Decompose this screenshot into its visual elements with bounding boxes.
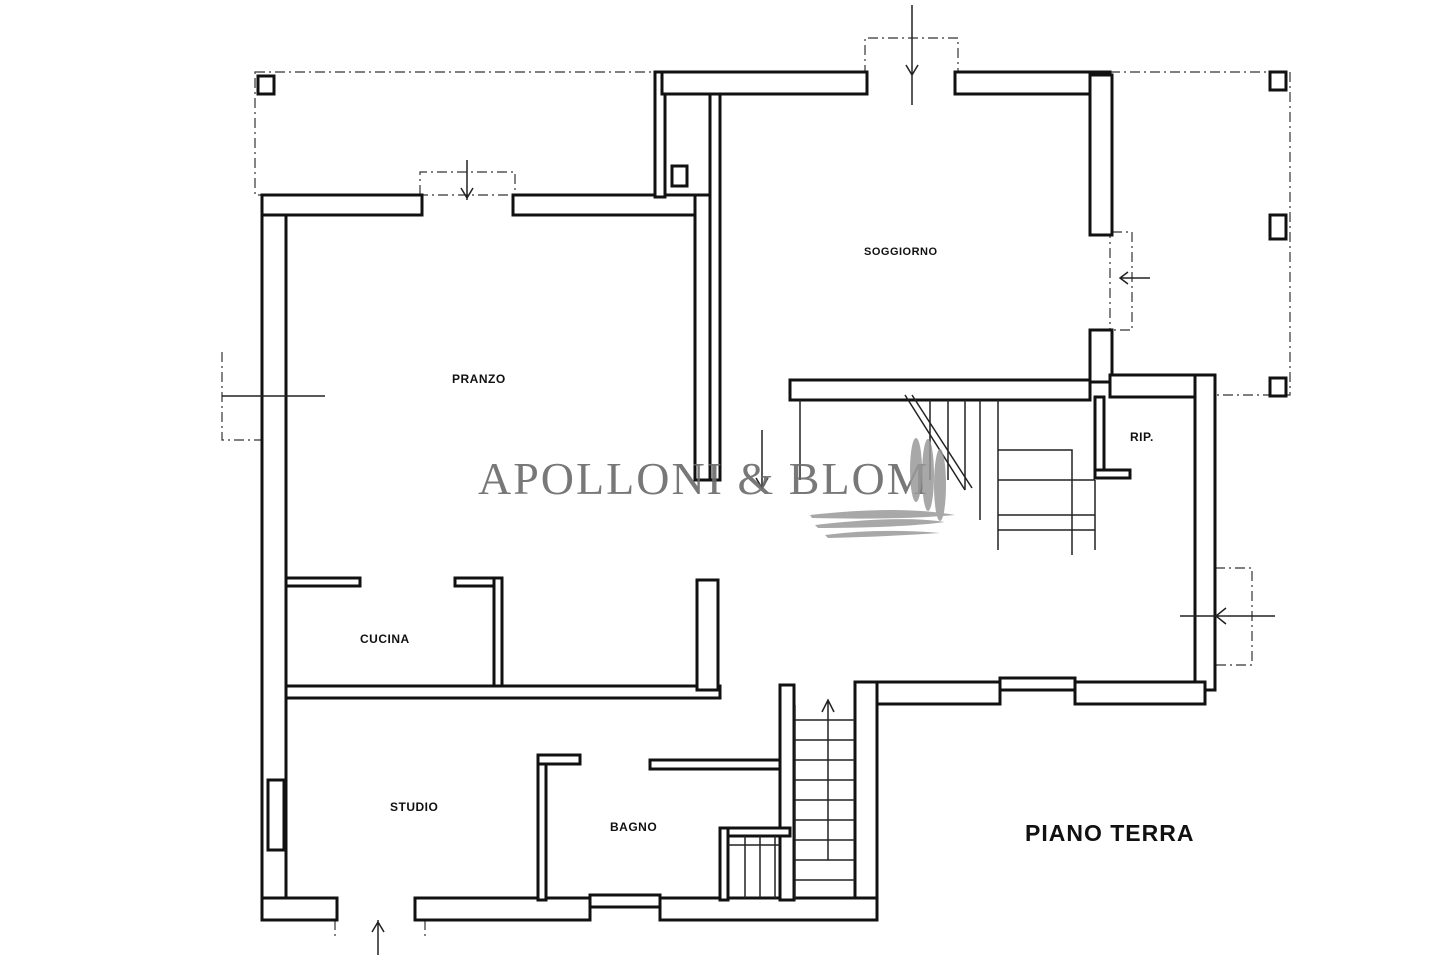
portico-posts [256,70,1288,398]
plan-title: PIANO TERRA [1025,820,1195,846]
room-label-studio: STUDIO [390,800,439,814]
room-label-cucina: CUCINA [360,632,410,646]
watermark-logo: APOLLONI & BLOM [478,453,930,504]
room-label-bagno: BAGNO [610,820,658,834]
room-label-pranzo: PRANZO [452,372,506,386]
walls [260,70,1217,922]
room-label-soggiorno: SOGGIORNO [864,246,938,258]
room-label-rip: RIP. [1130,430,1154,444]
